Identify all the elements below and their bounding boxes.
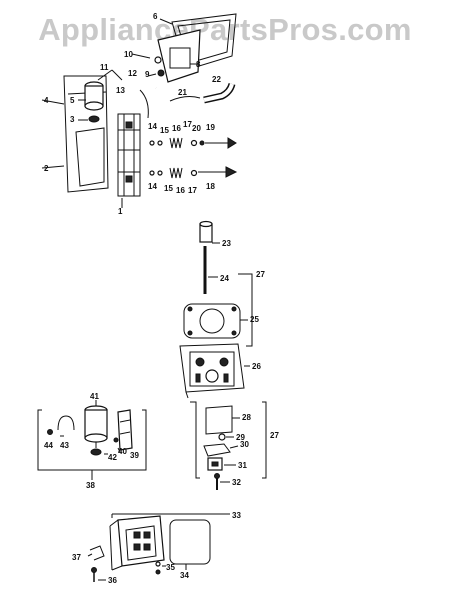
part-10-washer	[154, 56, 162, 64]
label-part-24: 24	[220, 274, 229, 283]
leaders-lower-left	[60, 435, 121, 480]
watermark-text: AppliancePartsPros.com	[38, 12, 412, 47]
part-26-cylinder-head	[179, 343, 245, 399]
part-30-bracket	[203, 443, 231, 457]
valve-assembly-upper	[149, 137, 237, 149]
label-part-25: 25	[250, 315, 259, 324]
label-part-13: 13	[116, 86, 125, 95]
part-32-screw	[214, 473, 220, 490]
part-25-gasket	[183, 303, 241, 339]
label-part-43: 43	[60, 441, 69, 450]
label-part-31: 31	[238, 461, 247, 470]
part-44-screw	[47, 429, 53, 435]
label-part-16-lower: 16	[176, 186, 185, 195]
label-part-18: 18	[206, 182, 215, 191]
part-22-hose	[203, 82, 236, 104]
part-8-cover	[157, 29, 201, 83]
label-part-27-lower: 27	[270, 431, 279, 440]
part-43-clamp	[57, 415, 75, 431]
label-part-21: 21	[178, 88, 187, 97]
label-part-16-upper: 16	[172, 124, 181, 133]
part-40-rivet	[113, 437, 119, 443]
label-part-17-upper: 17	[183, 120, 192, 129]
label-part-38: 38	[86, 481, 95, 490]
label-part-29: 29	[236, 433, 245, 442]
part-23-tube	[199, 220, 213, 243]
part-36-screw	[91, 567, 97, 582]
label-part-14-lower: 14	[148, 182, 157, 191]
part-13-hose	[117, 82, 157, 119]
part-21-elbow	[169, 96, 201, 102]
label-part-34: 34	[180, 571, 189, 580]
label-part-6: 6	[153, 12, 158, 21]
leaders-middle	[208, 242, 250, 367]
label-part-40: 40	[118, 447, 127, 456]
label-part-20: 20	[192, 124, 201, 133]
label-part-39: 39	[130, 451, 139, 460]
label-part-2: 2	[44, 164, 49, 173]
leaders-top	[41, 18, 198, 208]
label-part-27-upper: 27	[256, 270, 265, 279]
valve-assembly-lower	[149, 166, 238, 179]
part-3-nut	[88, 115, 100, 123]
label-part-23: 23	[222, 239, 231, 248]
label-part-5: 5	[70, 96, 75, 105]
label-part-8: 8	[196, 60, 201, 69]
part-5-filter	[84, 81, 104, 111]
leaders-lower-right	[220, 417, 240, 483]
label-part-37: 37	[72, 553, 81, 562]
bracket-38-left	[37, 409, 42, 471]
label-part-15-lower: 15	[164, 184, 173, 193]
label-part-33: 33	[232, 511, 241, 520]
label-part-14-upper: 14	[148, 122, 157, 131]
label-part-3: 3	[70, 115, 75, 124]
part-34-gasket	[169, 519, 211, 565]
label-part-4: 4	[44, 96, 49, 105]
part-31-clip	[207, 457, 223, 471]
part-33-housing	[109, 515, 165, 571]
label-part-42: 42	[108, 453, 117, 462]
label-part-28: 28	[242, 413, 251, 422]
label-part-30: 30	[240, 440, 249, 449]
label-part-26: 26	[252, 362, 261, 371]
part-27-bracket-upper	[238, 273, 253, 347]
label-part-44: 44	[44, 441, 53, 450]
label-part-35: 35	[166, 563, 175, 572]
bracket-38-right	[142, 409, 147, 471]
part-27-bracket-lower	[190, 401, 200, 479]
part-29-washer	[218, 433, 226, 441]
part-37-clip	[89, 545, 105, 561]
label-part-36: 36	[108, 576, 117, 585]
label-part-9: 9	[145, 70, 150, 79]
label-part-11: 11	[100, 63, 109, 72]
label-part-19: 19	[206, 123, 215, 132]
label-part-41: 41	[90, 392, 99, 401]
part-9-fitting	[157, 69, 165, 77]
label-part-1: 1	[118, 207, 123, 216]
part-42-nut	[90, 448, 102, 456]
label-part-17-lower: 17	[188, 186, 197, 195]
label-part-10: 10	[124, 50, 133, 59]
label-part-12: 12	[128, 69, 137, 78]
part-28-plate	[205, 405, 233, 435]
part-35-fasteners	[155, 561, 161, 575]
label-part-32: 32	[232, 478, 241, 487]
label-part-15-upper: 15	[160, 126, 169, 135]
part-41-filter	[84, 400, 108, 443]
part-39-bracket	[117, 409, 133, 451]
leaders-bottom	[87, 513, 230, 581]
bracket-right	[262, 401, 267, 479]
label-part-22: 22	[212, 75, 221, 84]
part-1-block	[117, 113, 141, 197]
